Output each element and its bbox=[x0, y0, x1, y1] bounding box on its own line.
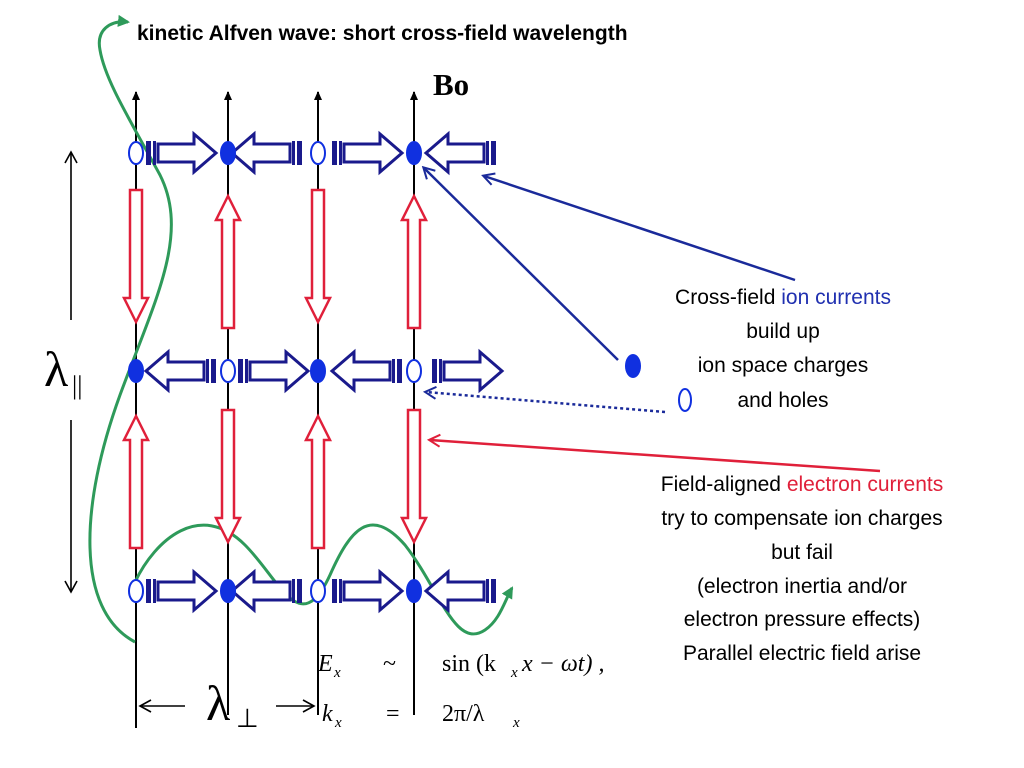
eq1-rhs: sin (k bbox=[442, 651, 496, 677]
lambda-parallel: λ || bbox=[44, 150, 82, 594]
ion-arrow bbox=[230, 570, 304, 612]
ion-hole bbox=[310, 141, 326, 165]
eq1-rhs-sub: x bbox=[510, 665, 518, 681]
annotation-electron-line3: but fail bbox=[771, 541, 833, 564]
legend-ion-charge-symbol bbox=[625, 354, 641, 378]
ion-charge bbox=[220, 141, 236, 165]
ion-charge bbox=[406, 579, 422, 603]
equation-kx: k x = 2π/λ x bbox=[322, 701, 520, 731]
annotation-ion: Cross-field ion currents build up ion sp… bbox=[675, 286, 891, 412]
lambda-parallel-subscript: || bbox=[72, 371, 82, 400]
equation-ex: E x ~ sin (k x x − ωt) , bbox=[317, 651, 604, 681]
electron-arrow bbox=[304, 414, 332, 550]
annotation-electron-line4: (electron inertia and/or bbox=[697, 575, 907, 598]
ion-hole bbox=[310, 579, 326, 603]
electron-arrow bbox=[400, 408, 428, 544]
charges bbox=[128, 141, 422, 603]
ion-charge bbox=[406, 141, 422, 165]
eq2-rhs: 2π/λ bbox=[442, 701, 485, 727]
ion-hole bbox=[128, 141, 144, 165]
electron-arrow bbox=[122, 188, 150, 324]
electron-arrow bbox=[400, 194, 428, 330]
ion-charge bbox=[310, 359, 326, 383]
lambda-perp-subscript: ⊥ bbox=[236, 704, 259, 733]
ion-arrow bbox=[144, 570, 218, 612]
pointer-ion-current bbox=[484, 176, 796, 282]
legend-ion-hole-symbol bbox=[678, 388, 692, 412]
diagram-title: kinetic Alfven wave: short cross-field w… bbox=[137, 22, 628, 45]
ion-hole bbox=[128, 579, 144, 603]
ion-charge bbox=[128, 359, 144, 383]
annotation-electron-line6: Parallel electric field arise bbox=[683, 642, 921, 665]
eq2-operator: = bbox=[386, 701, 400, 727]
annotation-electron-line5: electron pressure effects) bbox=[684, 608, 921, 631]
pointer-ion-charge bbox=[424, 168, 619, 361]
field-label: Bo bbox=[433, 67, 469, 102]
pointer-ion-hole bbox=[426, 392, 666, 414]
ion-hole bbox=[406, 359, 422, 383]
pointers bbox=[424, 168, 881, 473]
annotation-electron-line1: Field-aligned electron currents bbox=[661, 473, 943, 496]
eq1-lhs: E bbox=[317, 651, 333, 677]
eq1-lhs-sub: x bbox=[333, 665, 341, 681]
field-lines bbox=[132, 91, 418, 728]
ion-arrow bbox=[230, 132, 304, 174]
wave-curve-horizontal bbox=[133, 523, 514, 636]
ion-arrow bbox=[330, 350, 404, 392]
ion-arrow bbox=[424, 570, 498, 612]
ion-arrow bbox=[236, 350, 310, 392]
annotation-ion-line1: Cross-field ion currents bbox=[675, 286, 891, 309]
lambda-perp: λ ⊥ bbox=[138, 675, 316, 733]
ion-arrow bbox=[430, 350, 504, 392]
electron-arrow bbox=[214, 194, 242, 330]
lambda-perp-symbol: λ bbox=[206, 675, 230, 731]
electron-arrow bbox=[304, 188, 332, 324]
annotation-electron: Field-aligned electron currents try to c… bbox=[661, 473, 943, 665]
annotation-ion-line3: ion space charges bbox=[698, 354, 868, 377]
eq2-rhs-sub: x bbox=[512, 715, 520, 731]
annotation-ion-line2: build up bbox=[746, 320, 820, 343]
ion-arrow bbox=[330, 132, 404, 174]
eq1-rhs-tail: x − ωt) , bbox=[521, 651, 604, 677]
electron-arrow bbox=[214, 408, 242, 544]
eq2-lhs: k bbox=[322, 701, 333, 727]
ion-arrow bbox=[330, 570, 404, 612]
eq2-lhs-sub: x bbox=[334, 715, 342, 731]
annotation-electron-line2: try to compensate ion charges bbox=[661, 507, 942, 530]
ion-arrow bbox=[424, 132, 498, 174]
eq1-operator: ~ bbox=[383, 651, 396, 677]
ion-hole bbox=[220, 359, 236, 383]
electron-arrow bbox=[122, 414, 150, 550]
ion-charge bbox=[220, 579, 236, 603]
lambda-parallel-symbol: λ bbox=[44, 341, 68, 397]
pointer-electron-current bbox=[430, 440, 881, 473]
ion-arrow bbox=[144, 350, 218, 392]
wave-curve bbox=[88, 14, 173, 644]
annotation-ion-line4: and holes bbox=[737, 389, 828, 412]
